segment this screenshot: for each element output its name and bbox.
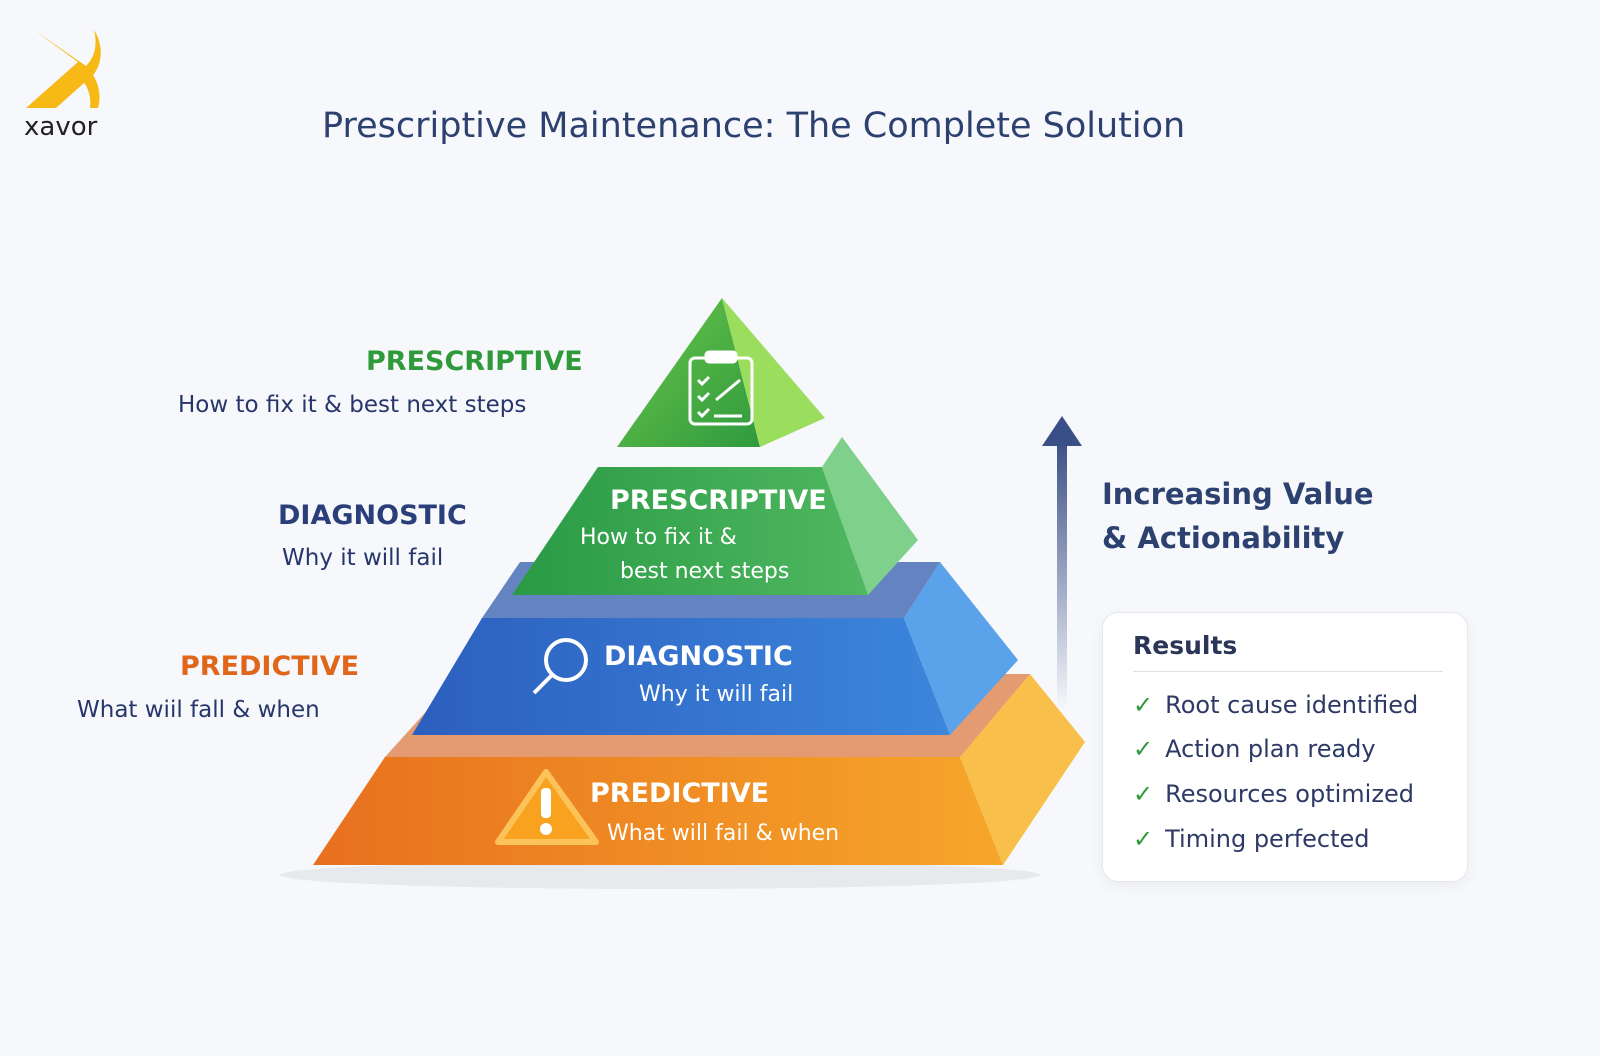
label-prescriptive: PRESCRIPTIVE bbox=[366, 346, 583, 377]
tier-predictive-sub: What will fail & when bbox=[607, 821, 840, 846]
pyramid-shadow bbox=[280, 861, 1040, 889]
tier-prescriptive-sub1: How to fix it & bbox=[580, 525, 737, 550]
check-icon: ✓ bbox=[1133, 825, 1154, 853]
tier-prescriptive-sub2: best next steps bbox=[620, 559, 790, 584]
check-icon: ✓ bbox=[1133, 691, 1154, 719]
magnifier-icon bbox=[532, 638, 588, 695]
results-card: Results ✓ Root cause identified ✓ Action p… bbox=[1102, 612, 1468, 882]
tier-predictive bbox=[313, 674, 1085, 865]
label-diagnostic-sub: Why it will fail bbox=[282, 545, 444, 571]
check-icon: ✓ bbox=[1133, 735, 1154, 763]
results-title: Results bbox=[1133, 631, 1238, 660]
tier-diagnostic-sub: Why it will fail bbox=[639, 682, 794, 707]
label-predictive: PREDICTIVE bbox=[180, 651, 360, 682]
tier-diagnostic-title: DIAGNOSTIC bbox=[604, 641, 793, 672]
tier-predictive-title: PREDICTIVE bbox=[590, 778, 770, 809]
label-diagnostic: DIAGNOSTIC bbox=[278, 500, 467, 531]
warning-icon bbox=[495, 769, 599, 845]
tier-prescriptive bbox=[512, 437, 918, 595]
result-item: ✓ Resources optimized bbox=[1133, 780, 1414, 808]
tier-prescriptive-title: PRESCRIPTIVE bbox=[610, 485, 827, 516]
result-item: ✓ Timing perfected bbox=[1133, 825, 1370, 853]
xavor-logo bbox=[26, 30, 101, 108]
result-item: ✓ Action plan ready bbox=[1133, 735, 1376, 763]
increasing-value-line1: Increasing Value bbox=[1102, 477, 1374, 511]
result-text: Resources optimized bbox=[1165, 780, 1414, 808]
result-item: ✓ Root cause identified bbox=[1133, 691, 1418, 719]
result-text: Action plan ready bbox=[1165, 735, 1376, 763]
results-divider bbox=[1133, 671, 1443, 672]
logo-text: xavor bbox=[24, 112, 98, 142]
increasing-arrow bbox=[1042, 416, 1082, 710]
check-icon: ✓ bbox=[1133, 780, 1154, 808]
label-prescriptive-sub: How to fix it & best next steps bbox=[178, 392, 527, 418]
increasing-value-label: Increasing Value & Actionability bbox=[1102, 472, 1374, 560]
result-text: Root cause identified bbox=[1165, 691, 1419, 719]
increasing-value-line2: & Actionability bbox=[1102, 521, 1345, 555]
label-predictive-sub: What wiil fall & when bbox=[77, 697, 320, 723]
clipboard-icon bbox=[688, 350, 754, 426]
page-title: Prescriptive Maintenance: The Complete S… bbox=[322, 106, 1186, 146]
result-text: Timing perfected bbox=[1165, 825, 1370, 853]
